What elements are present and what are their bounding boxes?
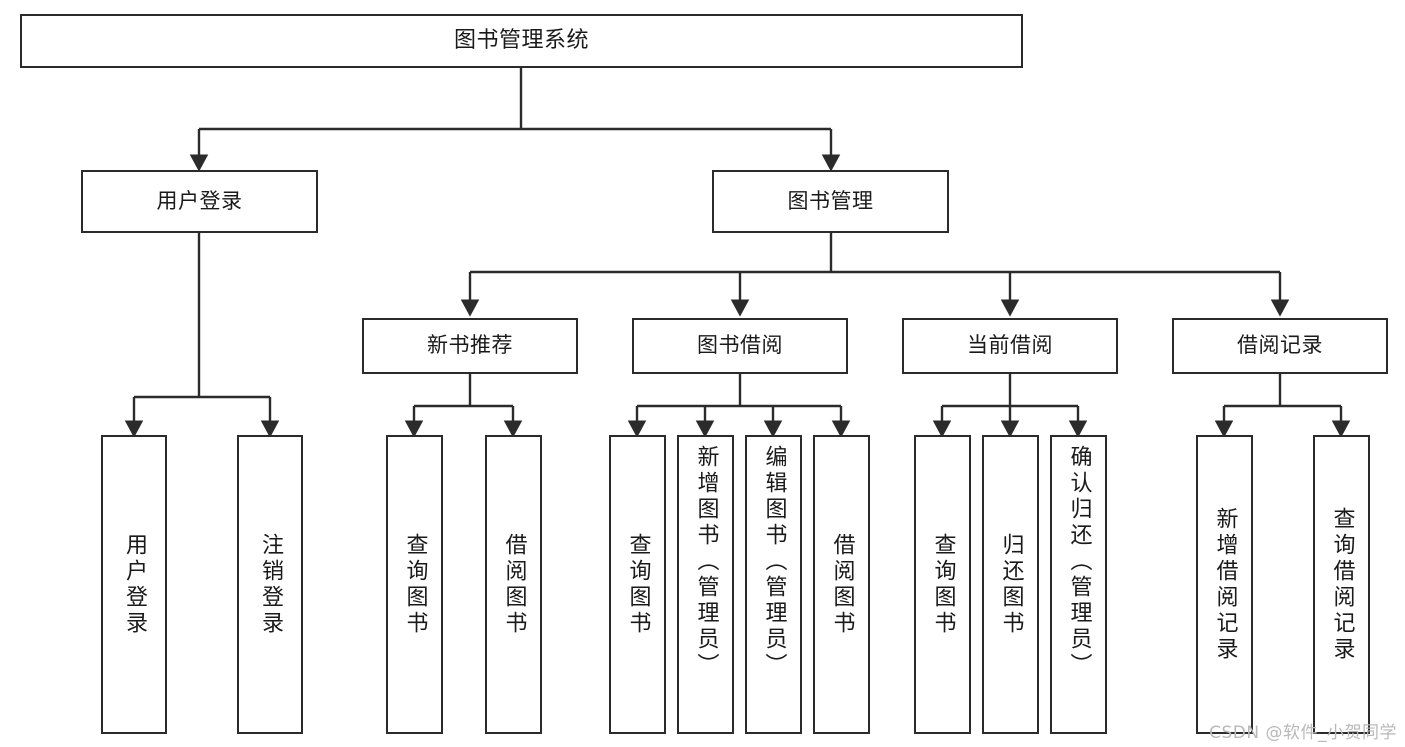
leaf-label: 查询图书 <box>625 532 651 637</box>
leaf-user-login-logout[interactable]: 注销登录 <box>237 435 303 734</box>
leaf-label: 借阅图书 <box>829 532 855 637</box>
leaf-label: 借阅图书 <box>501 532 527 637</box>
node-user-login-label: 用户登录 <box>156 188 243 213</box>
watermark: CSDN @软件_小贺同学 <box>1209 723 1397 743</box>
node-current-borrow[interactable]: 当前借阅 <box>902 318 1118 374</box>
leaf-record-query-record[interactable]: 查询借阅记录 <box>1313 435 1370 734</box>
leaf-borrow-add-book-admin[interactable]: 新增图书（管理员） <box>677 435 734 734</box>
node-borrow-record-label: 借阅记录 <box>1237 333 1323 358</box>
leaf-current-confirm-return-admin[interactable]: 确认归还（管理员） <box>1050 435 1107 734</box>
node-user-login[interactable]: 用户登录 <box>81 170 318 233</box>
leaf-label: 查询图书 <box>930 532 956 637</box>
leaf-label: 查询图书 <box>402 532 428 637</box>
leaf-label: 查询借阅记录 <box>1329 506 1355 663</box>
leaf-current-return-book[interactable]: 归还图书 <box>982 435 1039 734</box>
leaf-borrow-borrow-book[interactable]: 借阅图书 <box>813 435 870 734</box>
leaf-current-query-book[interactable]: 查询图书 <box>914 435 971 734</box>
leaf-label: 新增图书（管理员） <box>693 445 719 679</box>
node-book-management[interactable]: 图书管理 <box>712 170 949 233</box>
leaf-new-book-borrow[interactable]: 借阅图书 <box>485 435 542 734</box>
node-borrow-record[interactable]: 借阅记录 <box>1172 318 1388 374</box>
leaf-label: 新增借阅记录 <box>1212 506 1238 663</box>
node-root-label: 图书管理系统 <box>453 27 589 53</box>
node-root[interactable]: 图书管理系统 <box>20 14 1023 68</box>
node-new-book-recommend[interactable]: 新书推荐 <box>362 318 578 374</box>
node-book-management-label: 图书管理 <box>787 188 874 213</box>
leaf-label: 用户登录 <box>122 532 147 637</box>
leaf-label: 归还图书 <box>998 532 1024 637</box>
leaf-user-login-login[interactable]: 用户登录 <box>101 435 167 734</box>
leaf-borrow-query-book[interactable]: 查询图书 <box>609 435 666 734</box>
leaf-label: 编辑图书（管理员） <box>761 445 787 679</box>
leaf-new-book-query[interactable]: 查询图书 <box>386 435 443 734</box>
leaf-label: 确认归还（管理员） <box>1066 445 1092 679</box>
leaf-label: 注销登录 <box>258 532 283 637</box>
node-book-borrow[interactable]: 图书借阅 <box>632 318 848 374</box>
leaf-borrow-edit-book-admin[interactable]: 编辑图书（管理员） <box>745 435 802 734</box>
node-book-borrow-label: 图书借阅 <box>697 333 783 358</box>
node-current-borrow-label: 当前借阅 <box>967 333 1053 358</box>
leaf-record-add-record[interactable]: 新增借阅记录 <box>1196 435 1253 734</box>
node-new-book-recommend-label: 新书推荐 <box>427 333 513 358</box>
